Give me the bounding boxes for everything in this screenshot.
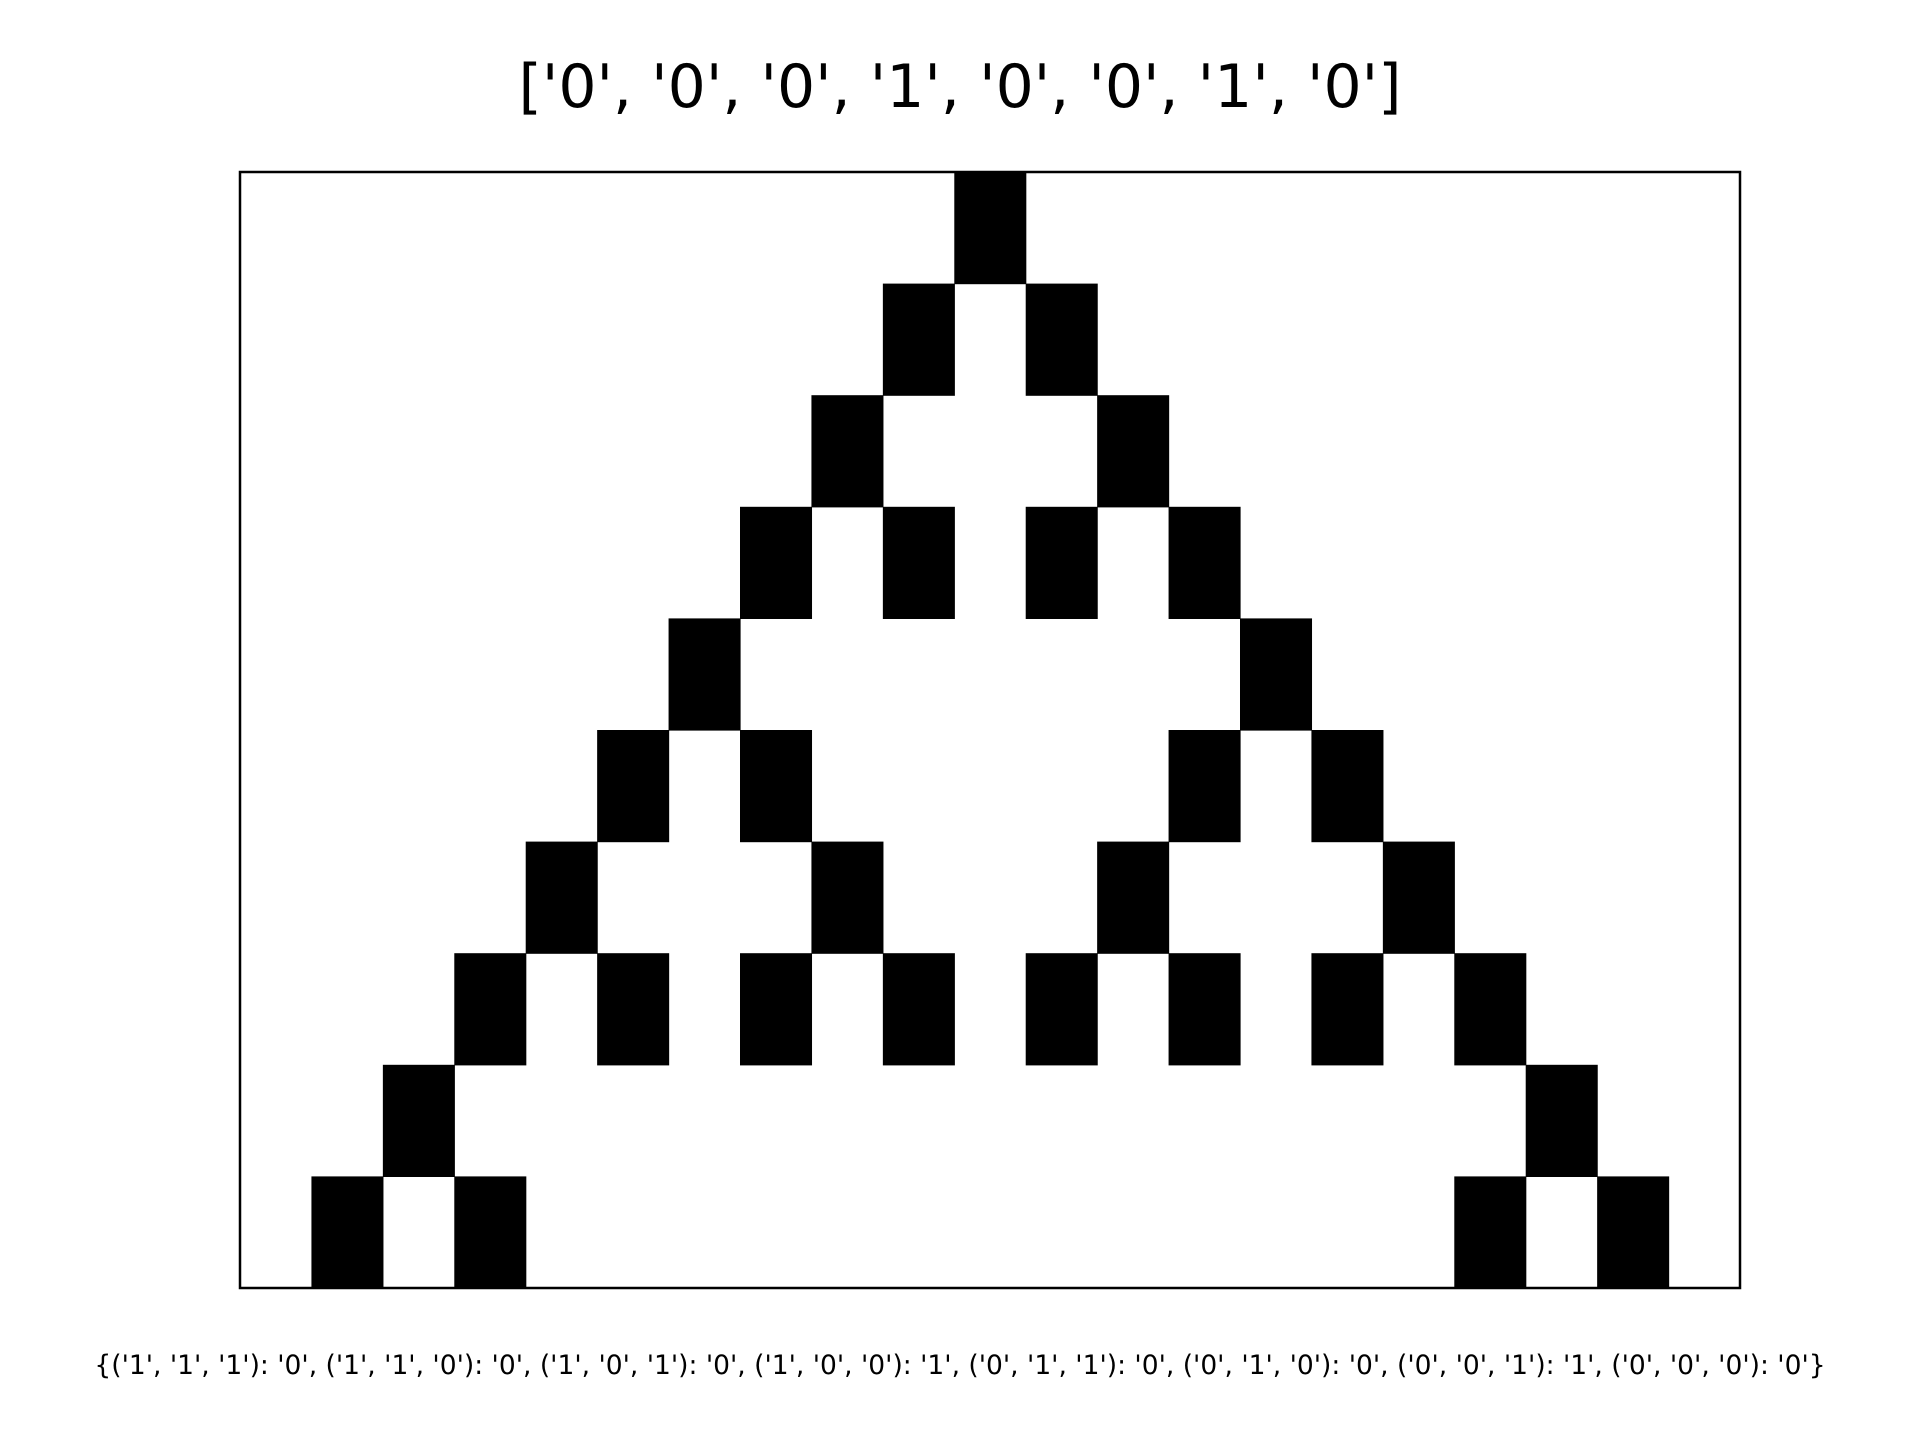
cell-on-r3-c11 <box>1025 506 1098 619</box>
cell-on-r9-c3 <box>454 1176 527 1289</box>
chart-title: ['0', '0', '0', '1', '0', '0', '1', '0'] <box>518 52 1402 122</box>
cellular-automaton-plot <box>238 170 1742 1290</box>
cells-layer <box>311 172 1670 1289</box>
cell-on-r5-c5 <box>597 730 670 843</box>
cell-on-r9-c1 <box>311 1176 384 1289</box>
cell-on-r7-c17 <box>1454 953 1527 1066</box>
plot-frame <box>238 170 1742 1290</box>
cell-on-r9-c17 <box>1454 1176 1527 1289</box>
cell-on-r9-c19 <box>1597 1176 1670 1289</box>
cell-on-r7-c7 <box>740 953 813 1066</box>
cell-on-r6-c4 <box>525 841 598 954</box>
cell-on-r7-c9 <box>882 953 955 1066</box>
cell-on-r6-c16 <box>1382 841 1455 954</box>
cell-on-r1-c9 <box>882 283 955 396</box>
cell-on-r4-c14 <box>1240 618 1313 731</box>
cell-on-r7-c15 <box>1311 953 1384 1066</box>
cell-on-r3-c9 <box>882 506 955 619</box>
cell-on-r5-c13 <box>1168 730 1241 843</box>
cell-on-r1-c11 <box>1025 283 1098 396</box>
cell-on-r8-c2 <box>382 1064 455 1177</box>
cell-on-r4-c6 <box>668 618 741 731</box>
cell-on-r7-c11 <box>1025 953 1098 1066</box>
rule-caption: {('1', '1', '1'): '0', ('1', '1', '0'): … <box>94 1350 1826 1381</box>
cell-on-r7-c13 <box>1168 953 1241 1066</box>
cell-on-r2-c8 <box>811 395 884 508</box>
cell-on-r3-c7 <box>740 506 813 619</box>
cell-on-r5-c15 <box>1311 730 1384 843</box>
cell-on-r6-c12 <box>1097 841 1170 954</box>
cell-on-r6-c8 <box>811 841 884 954</box>
cell-on-r7-c5 <box>597 953 670 1066</box>
cell-on-r5-c7 <box>740 730 813 843</box>
cell-on-r2-c12 <box>1097 395 1170 508</box>
cell-on-r0-c10 <box>954 172 1027 285</box>
cell-on-r7-c3 <box>454 953 527 1066</box>
cell-on-r8-c18 <box>1525 1064 1598 1177</box>
cell-on-r3-c13 <box>1168 506 1241 619</box>
